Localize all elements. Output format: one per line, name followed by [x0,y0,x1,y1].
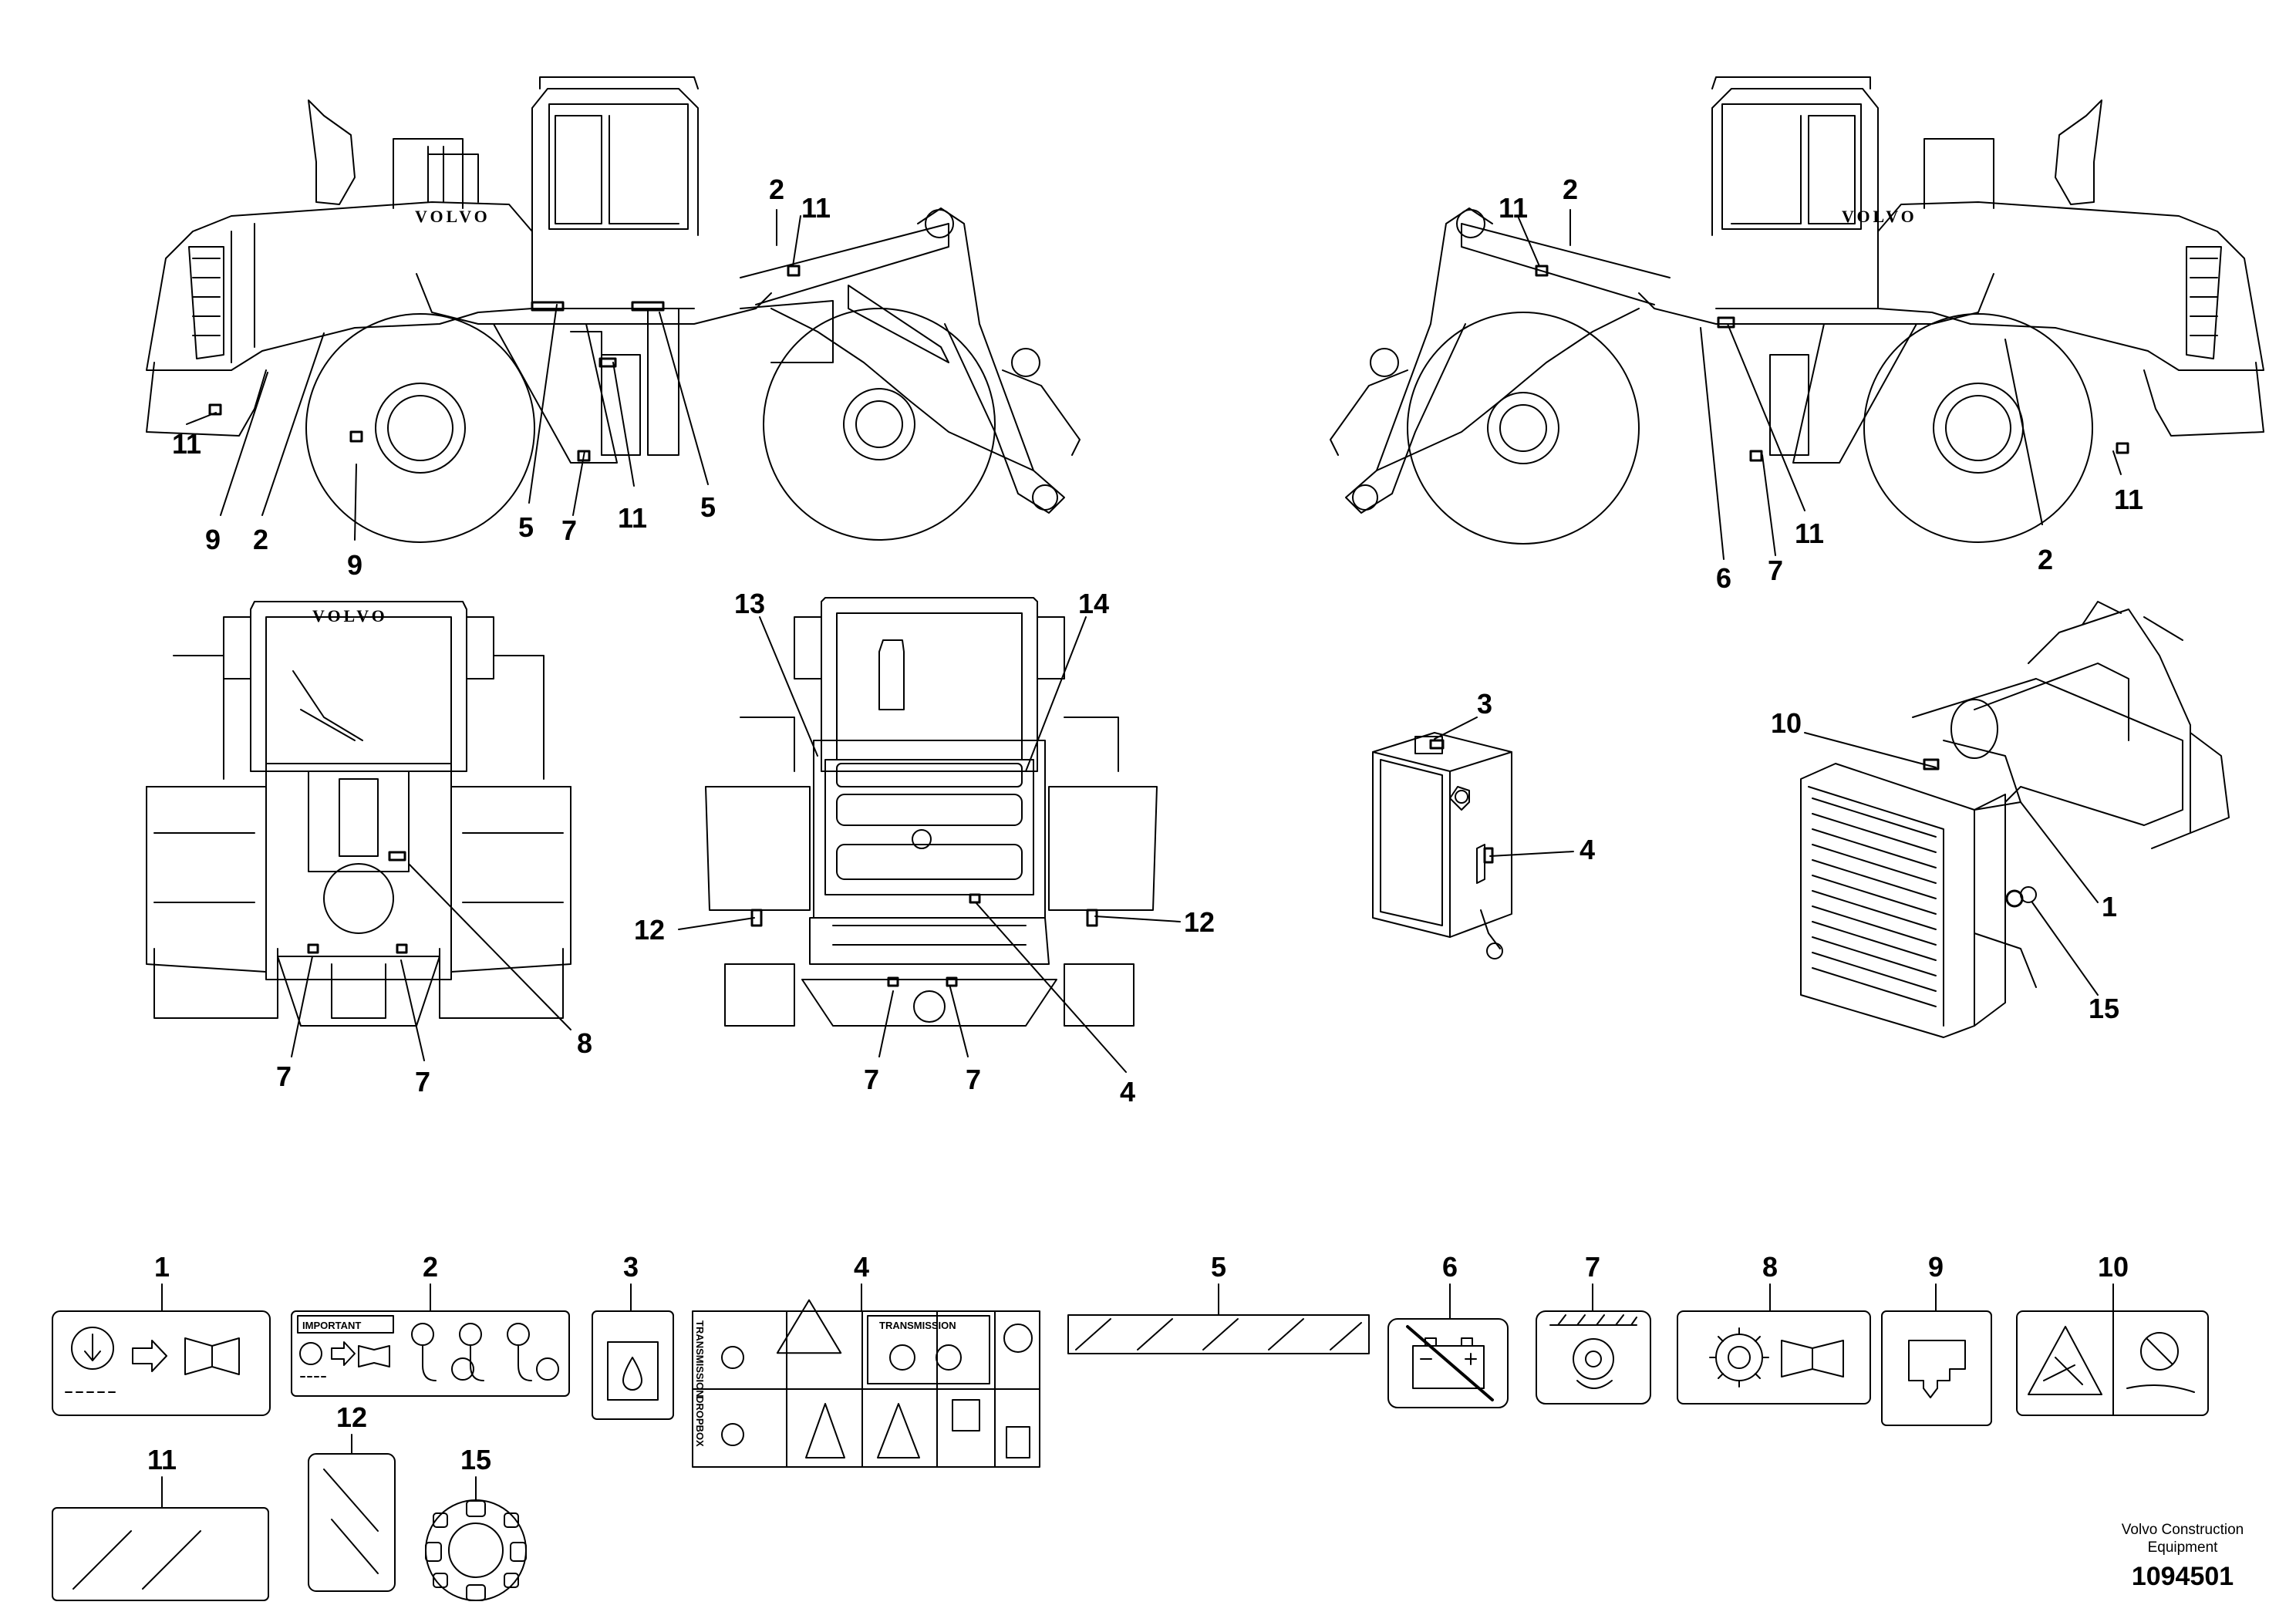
decal-number-2: 2 [423,1251,438,1283]
decal-number-10: 10 [2098,1251,2129,1283]
decal-7 [1536,1311,1650,1404]
decal-2 [292,1311,569,1396]
decal-number-12: 12 [336,1401,367,1433]
decal-number-6: 6 [1442,1251,1458,1283]
decal-number-15: 15 [460,1444,491,1475]
callout-rear-7-right: 7 [966,1064,981,1095]
callout-left-9: 9 [205,524,221,555]
transmission-text: TRANSMISSION [694,1320,706,1398]
callout-engine-10: 10 [1771,707,1802,739]
loader-front-view [147,602,571,1026]
decal-11 [52,1508,268,1600]
hydraulic-tank-view [1373,733,1512,959]
callout-tank-4: 4 [1580,834,1595,865]
callout-left-5: 5 [518,511,534,543]
callout-left-11-rear: 11 [172,428,201,460]
decal-number-1: 1 [154,1251,170,1283]
decal-number-3: 3 [623,1251,639,1283]
decal-1 [52,1311,270,1415]
callout-tank-3: 3 [1477,688,1492,720]
callout-right-6: 6 [1716,562,1731,594]
callout-right-11-top: 11 [1499,192,1528,224]
callout-engine-15: 15 [2089,993,2119,1024]
decal-8 [1677,1311,1870,1404]
decal-10 [2017,1311,2208,1415]
transmission-box-text: TRANSMISSION [879,1320,956,1331]
leader-lines [162,210,2121,1508]
decal-number-4: 4 [854,1251,869,1283]
brand-text-right-side: VOLVO [1842,207,1917,226]
callout-left-2-bottom: 2 [253,524,268,555]
decal-6 [1388,1319,1508,1408]
callout-right-11-rear: 11 [2114,484,2143,515]
loader-right-side-view [1330,77,2264,544]
decal-number-8: 8 [1762,1251,1778,1283]
loader-rear-view [706,598,1157,1026]
callout-rear-12-right: 12 [1184,906,1215,938]
decal-15 [426,1500,526,1600]
callout-rear-4: 4 [1120,1076,1135,1108]
callout-right-2-top: 2 [1563,174,1578,205]
loader-left-side-view [147,77,1080,542]
decal-number-5: 5 [1211,1251,1226,1283]
decal-4 [693,1300,1040,1467]
brand-text-front: VOLVO [312,606,388,626]
callout-right-11-mid: 11 [1795,518,1824,549]
important-text: IMPORTANT [302,1320,361,1331]
brand-text-left-side: VOLVO [415,207,491,226]
decal-12 [308,1454,395,1591]
callout-right-7: 7 [1768,555,1783,586]
callout-left-7: 7 [561,514,577,546]
decal-number-11: 11 [147,1444,177,1475]
callout-front-8: 8 [577,1027,592,1059]
decal-3 [592,1311,673,1419]
callout-rear-14: 14 [1078,588,1109,619]
callout-right-2-bottom: 2 [2038,544,2053,575]
callout-front-7-right: 7 [415,1066,430,1098]
company-name-line1: Volvo Construction [2121,1522,2244,1538]
callout-left-5-front: 5 [700,491,716,523]
decal-9 [1882,1311,1991,1425]
decal-number-9: 9 [1928,1251,1944,1283]
callout-left-2-top: 2 [769,174,784,205]
callout-rear-7-left: 7 [864,1064,879,1095]
callout-left-11-mid: 11 [618,502,647,534]
callout-left-9-wheel: 9 [347,549,362,581]
callout-rear-12-left: 12 [634,914,665,946]
decal-number-7: 7 [1585,1251,1600,1283]
drawing-number: 1094501 [2131,1562,2234,1591]
dropbox-text: DROPBOX [694,1396,706,1447]
company-name-line2: Equipment [2147,1539,2218,1556]
title-block: Volvo Construction Equipment 1094501 [2082,1521,2283,1593]
callout-left-11-top: 11 [801,192,831,224]
decal-markers [210,266,2128,986]
engine-cooler-view [1801,602,2229,1037]
callout-engine-1: 1 [2102,891,2117,922]
callout-front-7-left: 7 [276,1061,292,1092]
callout-rear-13: 13 [734,588,765,619]
decal-5 [1068,1315,1369,1354]
